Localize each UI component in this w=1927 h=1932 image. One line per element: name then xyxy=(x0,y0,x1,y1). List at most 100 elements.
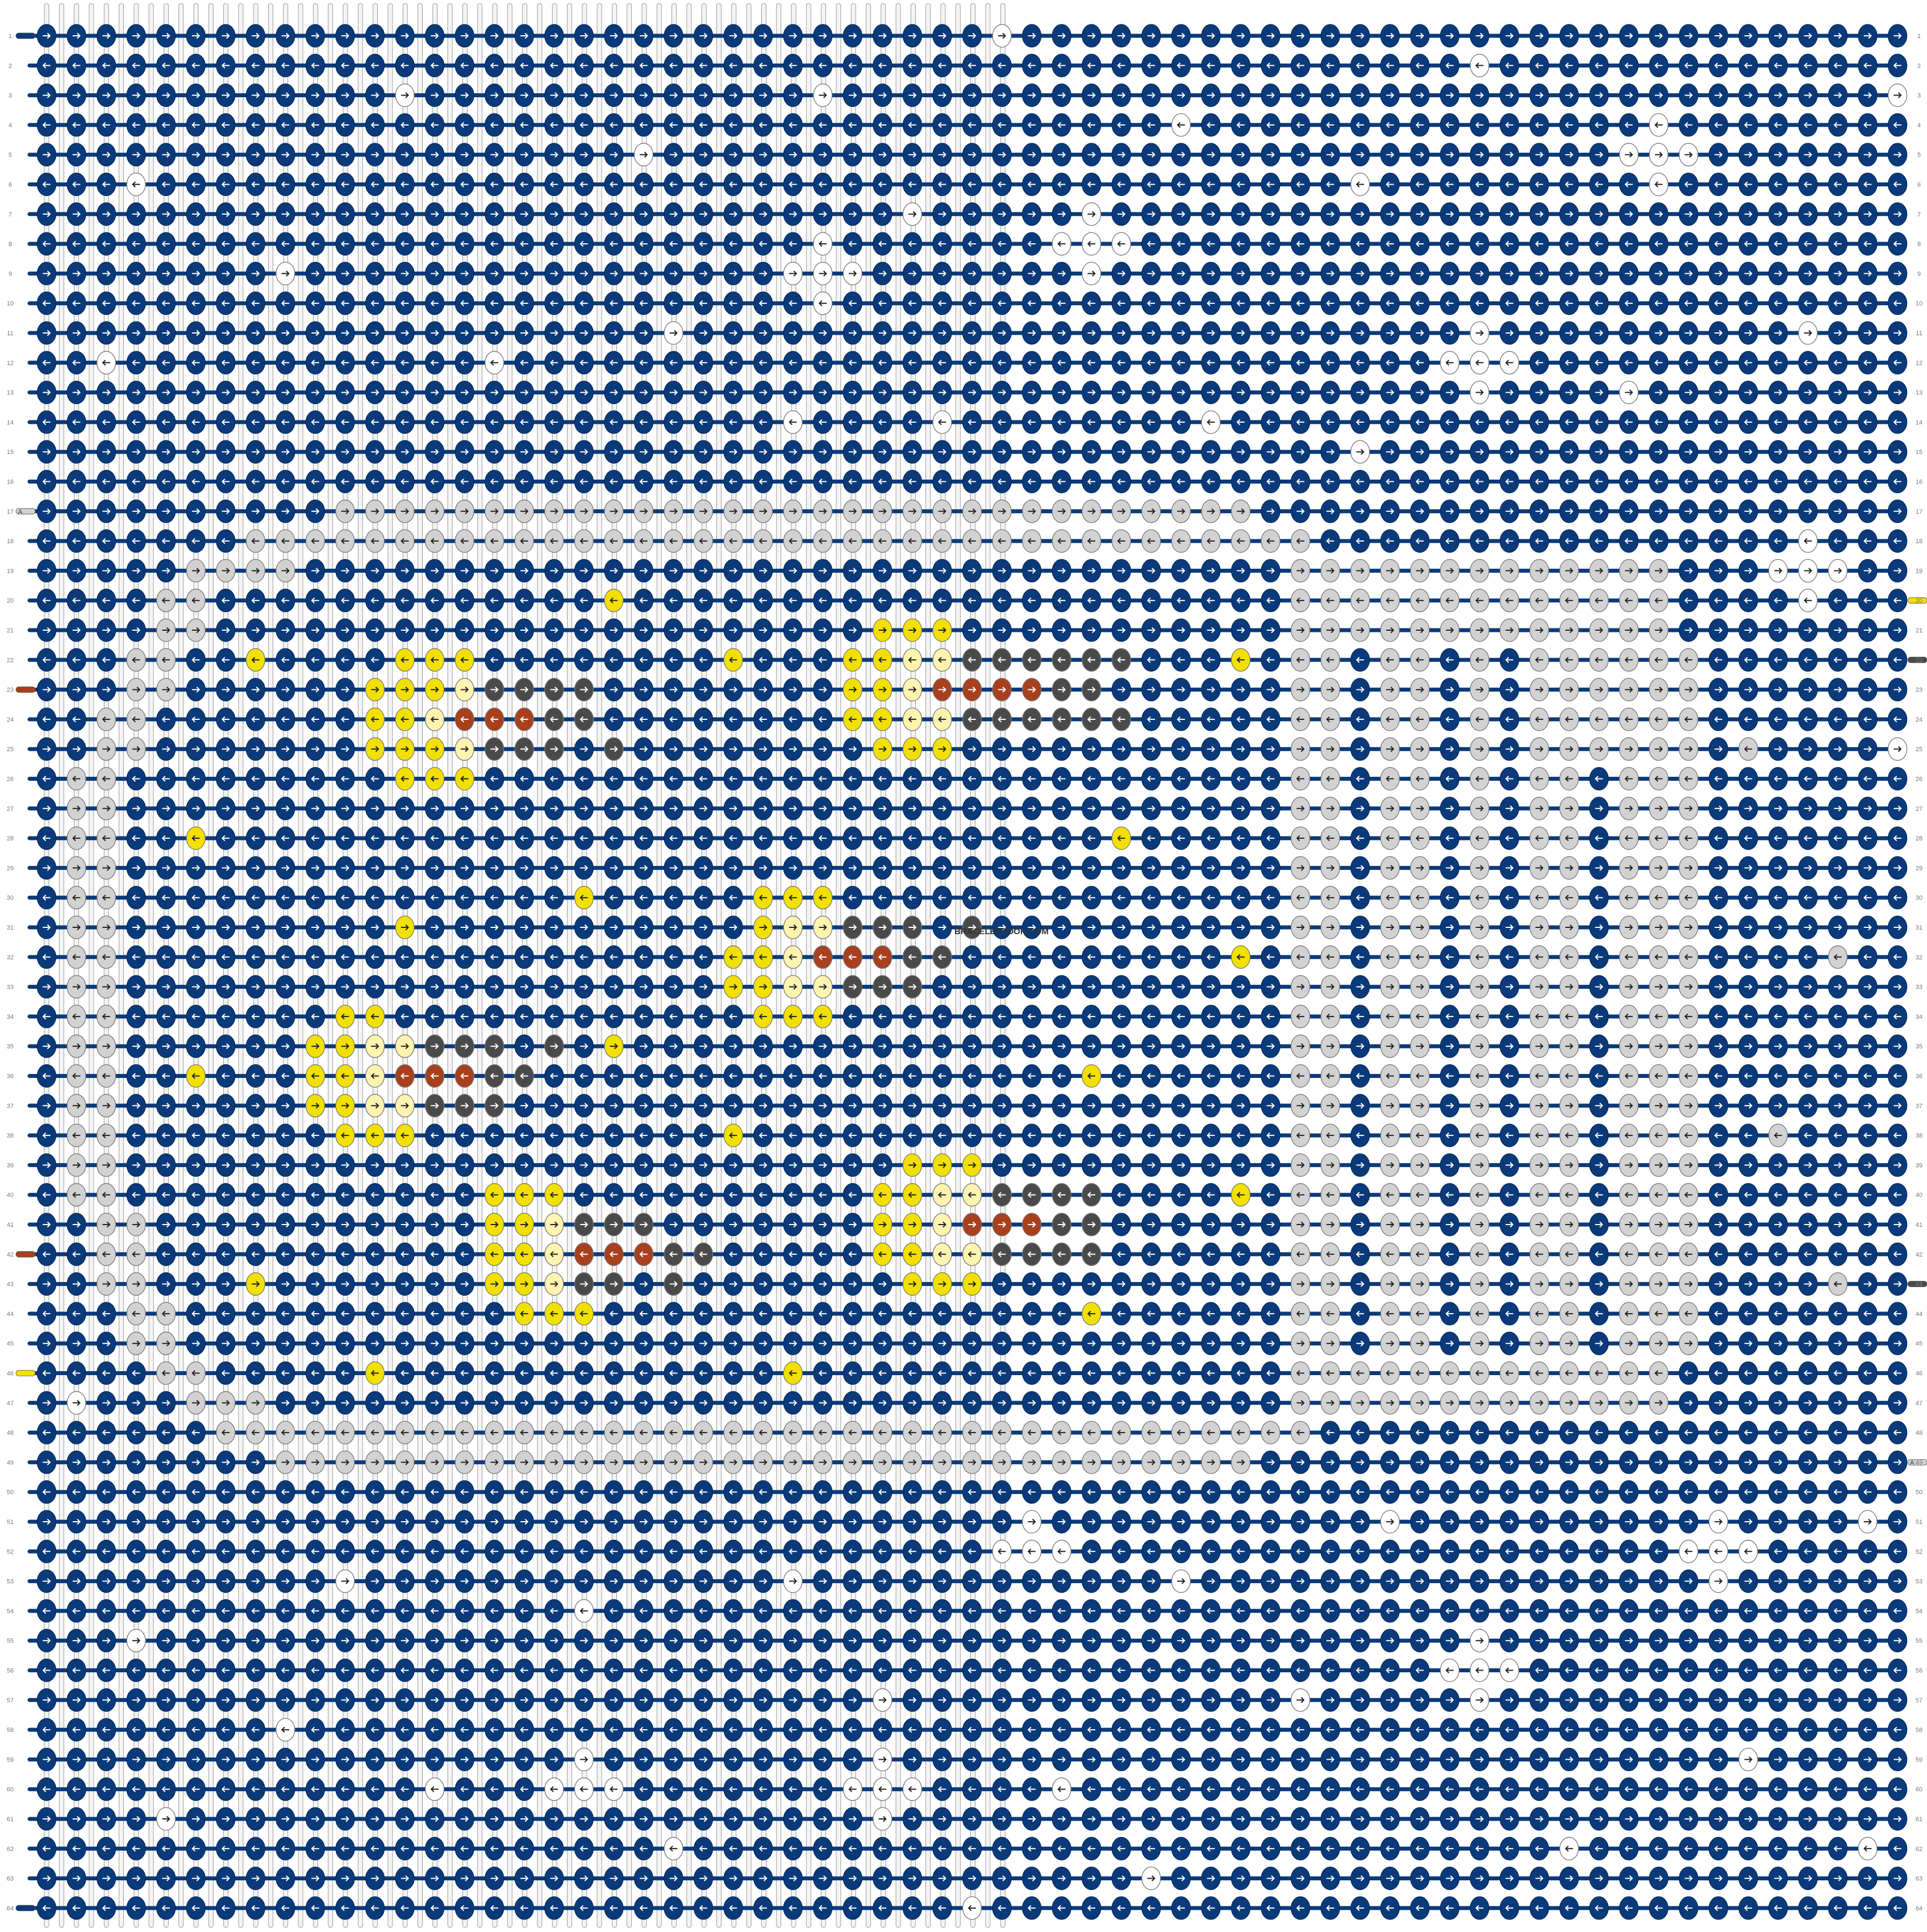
knot xyxy=(1738,172,1758,197)
knot xyxy=(1649,856,1669,880)
knot xyxy=(1380,321,1400,345)
arrow-left-icon xyxy=(1386,63,1394,69)
knot xyxy=(395,1064,415,1088)
arrow-right-icon xyxy=(371,330,379,336)
knot xyxy=(1649,1123,1669,1147)
knot xyxy=(1887,737,1908,761)
knot xyxy=(1798,589,1818,613)
arrow-right-icon xyxy=(908,33,917,39)
knot xyxy=(395,1153,415,1177)
knot xyxy=(664,707,683,731)
knot xyxy=(992,856,1012,880)
strand-column xyxy=(746,3,752,1928)
arrow-left-icon xyxy=(729,63,737,69)
knot xyxy=(842,559,862,583)
knot xyxy=(1290,797,1311,821)
knot xyxy=(186,589,206,613)
knot xyxy=(723,143,743,166)
arrow-left-icon xyxy=(699,122,708,128)
knot xyxy=(842,232,862,256)
knot xyxy=(1380,1064,1400,1088)
knot xyxy=(1380,886,1400,910)
arrow-left-icon xyxy=(1266,181,1275,188)
knot xyxy=(1798,172,1818,197)
knot xyxy=(1470,321,1490,345)
knot xyxy=(1350,261,1370,286)
knot xyxy=(1559,1123,1579,1147)
arrow-right-icon xyxy=(1386,152,1395,158)
knot xyxy=(604,499,624,523)
knot xyxy=(186,232,206,256)
knot xyxy=(365,1064,385,1088)
knot xyxy=(753,1034,773,1058)
knot xyxy=(1290,53,1311,77)
knot xyxy=(902,232,923,256)
knot xyxy=(1141,915,1161,939)
arrow-left-icon xyxy=(818,181,827,188)
knot xyxy=(216,143,236,166)
knot xyxy=(36,232,57,256)
arrow-left-icon xyxy=(1893,181,1902,188)
arrow-left-icon xyxy=(1833,300,1842,306)
knot xyxy=(365,1034,385,1058)
knot xyxy=(1559,143,1579,166)
arrow-left-icon xyxy=(610,300,618,306)
knot xyxy=(216,826,236,850)
knot xyxy=(395,261,415,286)
knot xyxy=(335,886,355,910)
arrow-left-icon xyxy=(490,122,499,128)
knot xyxy=(1470,113,1490,137)
knot xyxy=(1410,232,1430,256)
arrow-left-icon xyxy=(1774,181,1782,188)
knot xyxy=(245,677,266,702)
knot xyxy=(753,1153,773,1177)
knot xyxy=(1141,83,1161,107)
knot xyxy=(245,232,266,256)
knot xyxy=(1320,440,1340,464)
arrow-left-icon xyxy=(1087,241,1096,247)
knot xyxy=(1589,826,1609,850)
knot xyxy=(1649,380,1669,405)
knot xyxy=(1529,559,1549,583)
knot xyxy=(1649,1064,1669,1088)
knot xyxy=(783,677,803,702)
knot xyxy=(604,648,624,672)
knot xyxy=(395,351,415,374)
knot xyxy=(1350,113,1370,137)
knot xyxy=(126,1153,146,1177)
knot xyxy=(1290,648,1311,672)
knot xyxy=(1619,1064,1639,1088)
knot xyxy=(723,886,743,910)
knot xyxy=(276,1094,295,1118)
knot xyxy=(1559,53,1579,77)
knot xyxy=(1320,172,1340,197)
arrow-left-icon xyxy=(818,360,827,366)
knot xyxy=(753,499,773,523)
knot xyxy=(1201,53,1221,77)
knot xyxy=(604,1005,624,1029)
knot xyxy=(1022,1005,1042,1029)
knot xyxy=(1858,945,1878,969)
knot xyxy=(66,261,86,286)
knot xyxy=(1082,589,1102,613)
knot xyxy=(1619,202,1639,226)
arrow-left-icon xyxy=(281,241,290,247)
knot xyxy=(1738,1094,1758,1118)
knot xyxy=(1261,351,1281,374)
knot xyxy=(544,975,564,999)
arrow-left-icon xyxy=(221,63,230,69)
knot xyxy=(335,1123,355,1147)
knot xyxy=(1052,113,1071,137)
knot xyxy=(96,24,116,48)
arrow-left-icon xyxy=(610,63,618,69)
knot xyxy=(485,83,504,107)
arrow-right-icon xyxy=(460,270,469,277)
knot xyxy=(664,1064,683,1088)
knot xyxy=(1589,410,1609,434)
arrow-left-icon xyxy=(1326,63,1334,69)
arrow-right-icon xyxy=(1416,270,1424,277)
knot xyxy=(902,648,923,672)
knot xyxy=(156,232,176,256)
knot xyxy=(1619,172,1639,197)
knot xyxy=(1679,24,1699,48)
